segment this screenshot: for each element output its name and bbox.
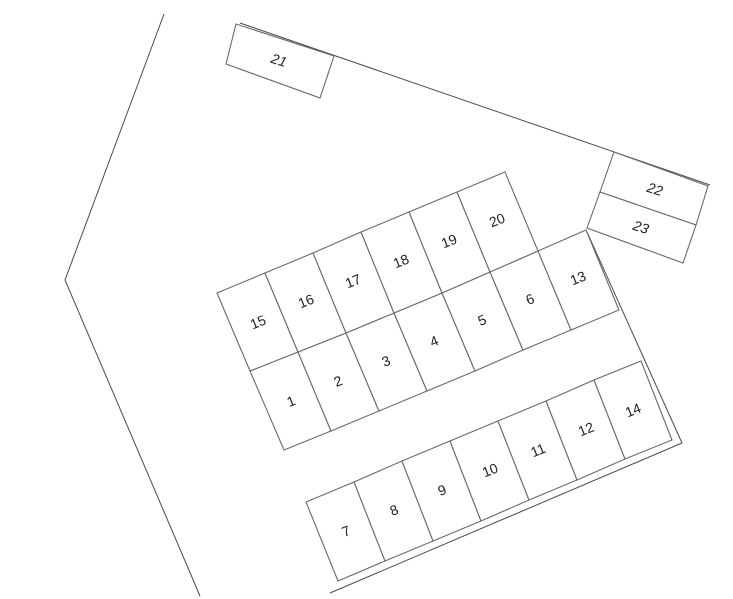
plot-20-label: 20	[487, 210, 508, 231]
plot-20[interactable]: 20	[456, 171, 539, 273]
access-road-edge-east	[586, 231, 683, 444]
plot-23[interactable]: 23	[586, 191, 697, 264]
plot-22-label: 22	[644, 179, 665, 199]
plot-10-label: 10	[480, 460, 501, 481]
plot-21[interactable]: 21	[225, 23, 335, 99]
plot-11-label: 11	[528, 440, 548, 460]
plot-21-label: 21	[268, 50, 289, 70]
plot-18-label: 18	[391, 251, 412, 272]
plot-14-label: 14	[623, 400, 644, 421]
plot-8[interactable]: 8	[353, 460, 434, 562]
plot-15-label: 15	[248, 312, 269, 333]
plot-12-label: 12	[576, 419, 597, 440]
plot-13-label: 13	[568, 268, 589, 289]
plot-13[interactable]: 13	[537, 229, 620, 331]
access-road-edge-south	[329, 442, 683, 594]
plot-17-label: 17	[343, 271, 364, 292]
plot-22[interactable]: 22	[599, 151, 709, 226]
plot-16-label: 16	[296, 291, 317, 312]
plot-12[interactable]: 12	[545, 379, 626, 481]
plot-23-label: 23	[630, 217, 651, 237]
site-boundary-west	[64, 13, 201, 597]
plot-19-label: 19	[439, 231, 460, 252]
plot-14[interactable]: 14	[593, 360, 673, 460]
